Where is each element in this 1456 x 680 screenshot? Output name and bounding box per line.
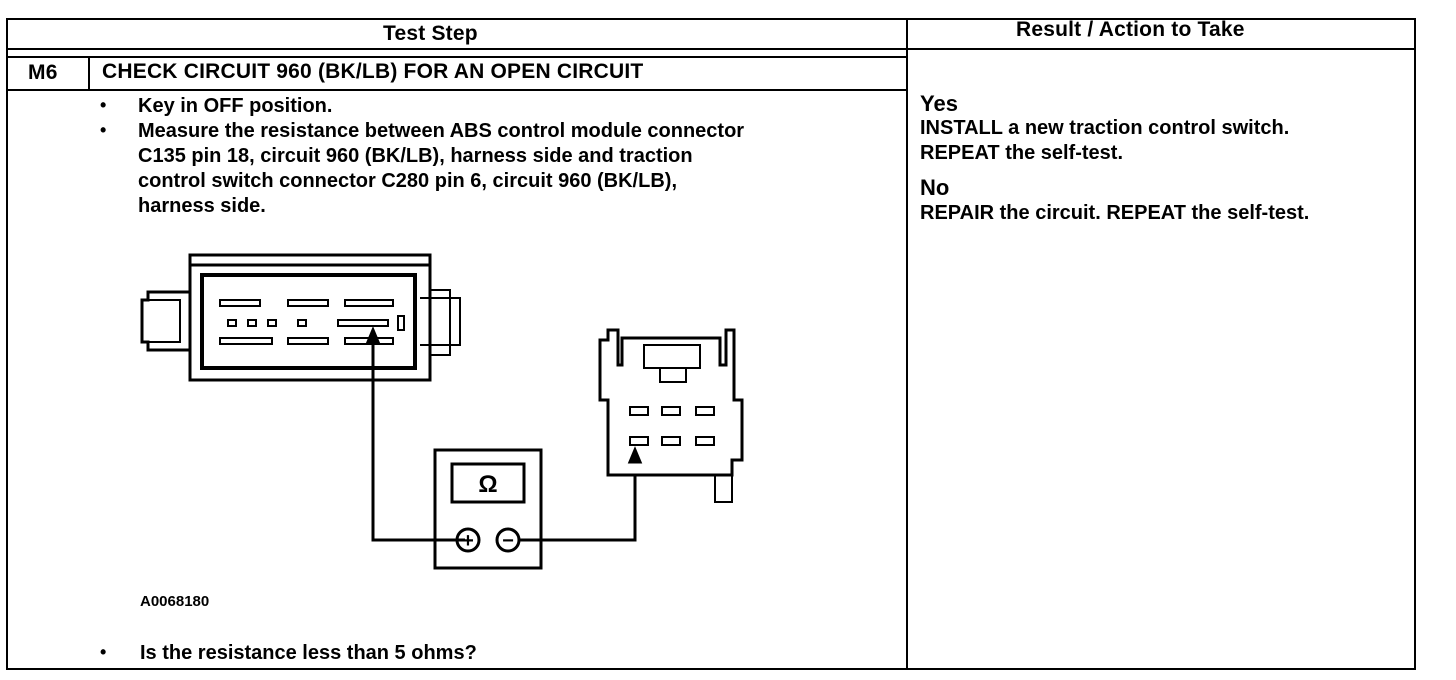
step-title: CHECK CIRCUIT 960 (BK/LB) FOR AN OPEN CI… <box>102 60 644 83</box>
figure-id: A0068180 <box>140 593 210 610</box>
no-label: No <box>920 175 950 200</box>
yes-action-install: INSTALL a new traction control switch. <box>920 117 1290 139</box>
traction-switch-connector <box>598 328 744 503</box>
yes-action-repeat: REPEAT the self-test. <box>920 142 1123 164</box>
bullet-icon: • <box>100 642 107 662</box>
instruction-key-off: Key in OFF position. <box>138 95 333 117</box>
test-step-table <box>6 18 1416 670</box>
step-id-divider <box>88 58 90 90</box>
instruction-measure-line3: control switch connector C280 pin 6, cir… <box>138 170 677 192</box>
instruction-measure-line4: harness side. <box>138 195 266 217</box>
header-result-action: Result / Action to Take <box>1016 18 1245 41</box>
minus-terminal-label: − <box>502 530 514 552</box>
ohmmeter <box>433 448 637 570</box>
instruction-measure-line2: C135 pin 18, circuit 960 (BK/LB), harnes… <box>138 145 693 167</box>
bullet-icon: • <box>100 95 107 115</box>
abs-module-connector <box>140 253 461 382</box>
no-action-repair: REPAIR the circuit. REPEAT the self-test… <box>920 202 1310 224</box>
header-divider-lower <box>6 56 908 58</box>
step-id: M6 <box>28 61 58 84</box>
instruction-measure-line1: Measure the resistance between ABS contr… <box>138 120 745 142</box>
yes-label: Yes <box>920 91 958 116</box>
connector-diagram: Ω + − <box>140 253 744 570</box>
ohm-symbol: Ω <box>478 471 497 498</box>
bullet-icon: • <box>100 120 107 140</box>
plus-terminal-label: + <box>462 530 474 552</box>
header-divider <box>6 48 1416 50</box>
column-divider <box>906 18 908 670</box>
step-title-divider <box>6 89 908 91</box>
question-text: Is the resistance less than 5 ohms? <box>140 642 477 664</box>
header-test-step: Test Step <box>383 22 478 45</box>
